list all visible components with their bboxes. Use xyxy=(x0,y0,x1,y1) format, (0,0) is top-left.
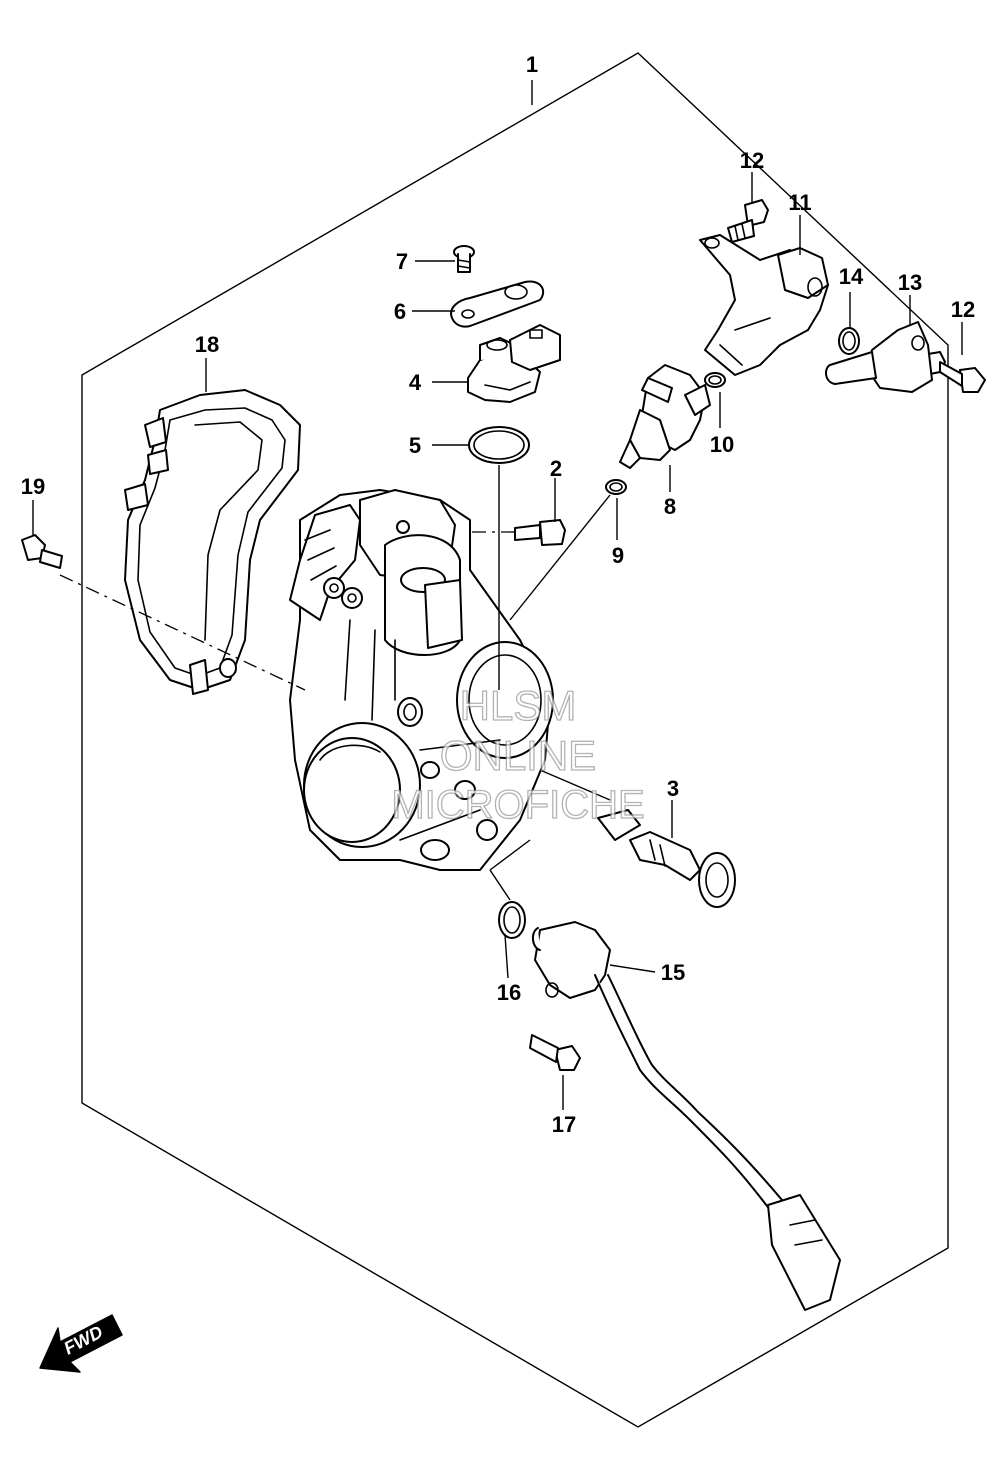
position-sensor-13[interactable] xyxy=(825,321,933,393)
callout-7: 7 xyxy=(396,249,408,274)
bolt-17[interactable] xyxy=(529,1034,581,1071)
callout-16: 16 xyxy=(497,980,521,1005)
callout-11: 11 xyxy=(788,190,811,215)
o-ring-14[interactable] xyxy=(838,327,860,355)
svg-text:ONLINE: ONLINE xyxy=(440,732,596,779)
screw-7[interactable] xyxy=(453,245,475,273)
callout-12-upper: 12 xyxy=(740,148,764,173)
assembly-line-3 xyxy=(539,769,611,801)
callout-6: 6 xyxy=(394,299,406,324)
watermark: HLSM ONLINE MICROFICHE xyxy=(391,681,646,827)
svg-text:MICROFICHE: MICROFICHE xyxy=(391,783,644,827)
callout-5: 5 xyxy=(409,433,421,458)
callout-1: 1 xyxy=(526,52,538,77)
callout-17: 17 xyxy=(552,1112,576,1137)
o-ring-gasket[interactable] xyxy=(468,426,530,464)
throttle-body[interactable] xyxy=(289,489,554,871)
callout-9: 9 xyxy=(612,543,624,568)
bolt-12-lower[interactable] xyxy=(927,351,986,393)
bolt-12-upper[interactable] xyxy=(727,199,769,243)
callout-4: 4 xyxy=(409,370,422,395)
adjust-screw[interactable] xyxy=(514,519,566,546)
assembly-line-16 xyxy=(489,839,531,901)
bolt-19[interactable] xyxy=(21,534,63,569)
forward-direction-arrow-icon: FWD xyxy=(39,1314,123,1373)
harness-sensor[interactable] xyxy=(532,921,841,1311)
callout-14: 14 xyxy=(839,264,864,289)
fuel-injector[interactable] xyxy=(619,364,711,469)
callout-15: 15 xyxy=(661,960,685,985)
throttle-position-sensor[interactable] xyxy=(467,324,561,403)
callout-19: 19 xyxy=(21,474,45,499)
throttle-cover[interactable] xyxy=(124,389,301,695)
o-ring-10[interactable] xyxy=(704,372,726,388)
callout-12-lower: 12 xyxy=(951,297,975,322)
callout-18: 18 xyxy=(195,332,219,357)
callout-13: 13 xyxy=(898,270,922,295)
callout-10: 10 xyxy=(710,432,734,457)
o-ring-9[interactable] xyxy=(605,479,627,495)
assembly-line-19 xyxy=(59,574,306,691)
callout-3: 3 xyxy=(667,776,679,801)
sensor-plate[interactable] xyxy=(450,280,545,328)
assembly-frame xyxy=(81,52,949,1428)
callout-2: 2 xyxy=(550,456,562,481)
assembly-line-9 xyxy=(509,494,611,621)
sensor-bracket[interactable] xyxy=(699,234,829,376)
o-ring-16[interactable] xyxy=(498,901,526,939)
svg-text:HLSM: HLSM xyxy=(460,682,577,729)
idle-screw-assembly[interactable] xyxy=(597,809,736,908)
callout-8: 8 xyxy=(664,494,676,519)
